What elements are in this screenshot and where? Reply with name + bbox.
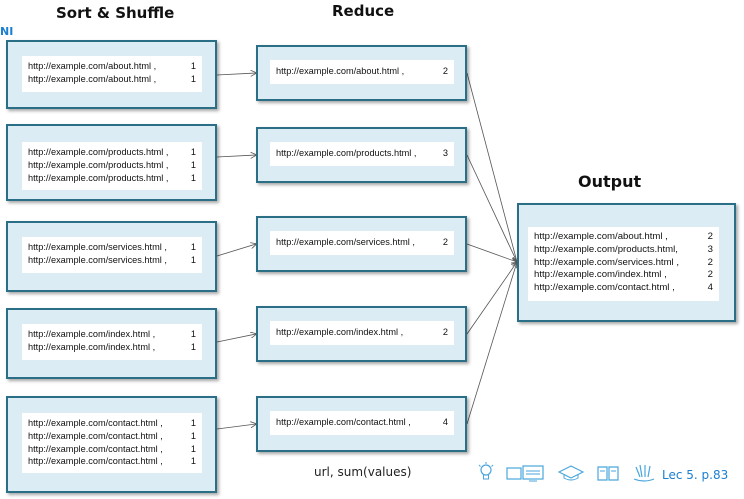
shuffle-to-reduce-arrow bbox=[216, 155, 256, 157]
list-item: http://example.com/products.html ,1 bbox=[28, 147, 196, 157]
shuffle-to-reduce-arrow bbox=[216, 73, 256, 75]
output-box: http://example.com/about.html ,2 http://… bbox=[517, 203, 736, 322]
list-item: http://example.com/contact.html ,1 bbox=[28, 418, 196, 428]
reduce-to-output-arrow bbox=[466, 262, 517, 335]
reduce-to-output-arrow bbox=[466, 154, 517, 262]
shuffle-group-box: http://example.com/contact.html ,1 http:… bbox=[6, 396, 217, 493]
list-item: http://example.com/products.html ,1 bbox=[28, 159, 196, 170]
reduce-heading: Reduce bbox=[332, 2, 395, 20]
list-item: http://example.com/index.html ,2 bbox=[534, 269, 713, 281]
list-item: http://example.com/about.html ,2 bbox=[534, 231, 713, 242]
list-item: http://example.com/about.html ,1 bbox=[28, 61, 196, 71]
reduce-to-output-arrow bbox=[466, 72, 517, 262]
footer-nav: Lec 5. p.83 bbox=[478, 461, 744, 489]
shuffle-group-box: http://example.com/products.html ,1 http… bbox=[6, 124, 217, 201]
reduce-result-list: http://example.com/services.html ,2 bbox=[270, 231, 454, 255]
reduce-result-list: http://example.com/about.html ,2 bbox=[270, 60, 454, 84]
reduce-result-box: http://example.com/contact.html ,4 bbox=[256, 396, 467, 452]
output-heading: Output bbox=[578, 172, 642, 191]
list-item: http://example.com/contact.html ,4 bbox=[276, 417, 448, 427]
lightbulb-icon[interactable] bbox=[478, 461, 494, 489]
shuffle-to-reduce-arrow bbox=[216, 244, 256, 257]
page-reference: Lec 5. p.83 bbox=[662, 468, 729, 482]
shuffle-group-list: http://example.com/about.html ,1 http://… bbox=[22, 56, 202, 92]
list-item: http://example.com/contact.html ,1 bbox=[28, 456, 196, 467]
list-item: http://example.com/products.html,3 bbox=[534, 243, 713, 255]
reduce-result-box: http://example.com/index.html ,2 bbox=[256, 306, 467, 362]
shuffle-group-box: http://example.com/services.html ,1 http… bbox=[6, 221, 217, 292]
list-item: http://example.com/index.html ,2 bbox=[276, 327, 448, 337]
reduce-result-list: http://example.com/products.html ,3 bbox=[270, 142, 454, 166]
list-item: http://example.com/contact.html ,1 bbox=[28, 443, 196, 454]
list-item: http://example.com/services.html ,2 bbox=[534, 256, 713, 268]
reduce-result-box: http://example.com/about.html ,2 bbox=[256, 45, 467, 101]
list-item: http://example.com/services.html ,2 bbox=[276, 237, 448, 247]
shuffle-to-reduce-arrow bbox=[216, 424, 256, 430]
sort-shuffle-heading: Sort & Shuffle bbox=[56, 4, 175, 22]
list-item: http://example.com/services.html ,1 bbox=[28, 254, 196, 265]
output-list: http://example.com/about.html ,2 http://… bbox=[528, 227, 719, 301]
list-item: http://example.com/products.html ,1 bbox=[28, 172, 196, 183]
reduce-result-list: http://example.com/contact.html ,4 bbox=[270, 411, 454, 435]
graduation-cap-icon[interactable] bbox=[557, 464, 585, 487]
hands-icon[interactable] bbox=[632, 463, 656, 488]
list-item: http://example.com/about.html ,2 bbox=[276, 66, 448, 76]
screen-icon[interactable] bbox=[506, 463, 546, 488]
book-icon[interactable] bbox=[596, 464, 620, 487]
shuffle-group-list: http://example.com/index.html ,1 http://… bbox=[22, 324, 202, 360]
cropped-edge-text: NI bbox=[0, 25, 14, 38]
shuffle-group-list: http://example.com/services.html ,1 http… bbox=[22, 237, 202, 273]
reduce-to-output-arrow bbox=[466, 262, 517, 425]
shuffle-group-list: http://example.com/products.html ,1 http… bbox=[22, 142, 202, 190]
reduce-function-caption: url, sum(values) bbox=[314, 465, 412, 479]
list-item: http://example.com/products.html ,3 bbox=[276, 148, 448, 158]
list-item: http://example.com/about.html ,1 bbox=[28, 73, 196, 84]
list-item: http://example.com/contact.html ,1 bbox=[28, 430, 196, 441]
reduce-to-output-arrow bbox=[466, 243, 517, 262]
list-item: http://example.com/index.html ,1 bbox=[28, 329, 196, 339]
list-item: http://example.com/services.html ,1 bbox=[28, 242, 196, 252]
shuffle-group-box: http://example.com/about.html ,1 http://… bbox=[6, 40, 217, 109]
reduce-result-box: http://example.com/products.html ,3 bbox=[256, 127, 467, 183]
reduce-result-box: http://example.com/services.html ,2 bbox=[256, 216, 467, 272]
shuffle-to-reduce-arrow bbox=[216, 334, 256, 343]
list-item: http://example.com/contact.html ,4 bbox=[534, 282, 713, 294]
list-item: http://example.com/index.html ,1 bbox=[28, 341, 196, 352]
shuffle-group-list: http://example.com/contact.html ,1 http:… bbox=[22, 413, 202, 473]
shuffle-group-box: http://example.com/index.html ,1 http://… bbox=[6, 308, 217, 379]
reduce-result-list: http://example.com/index.html ,2 bbox=[270, 321, 454, 345]
